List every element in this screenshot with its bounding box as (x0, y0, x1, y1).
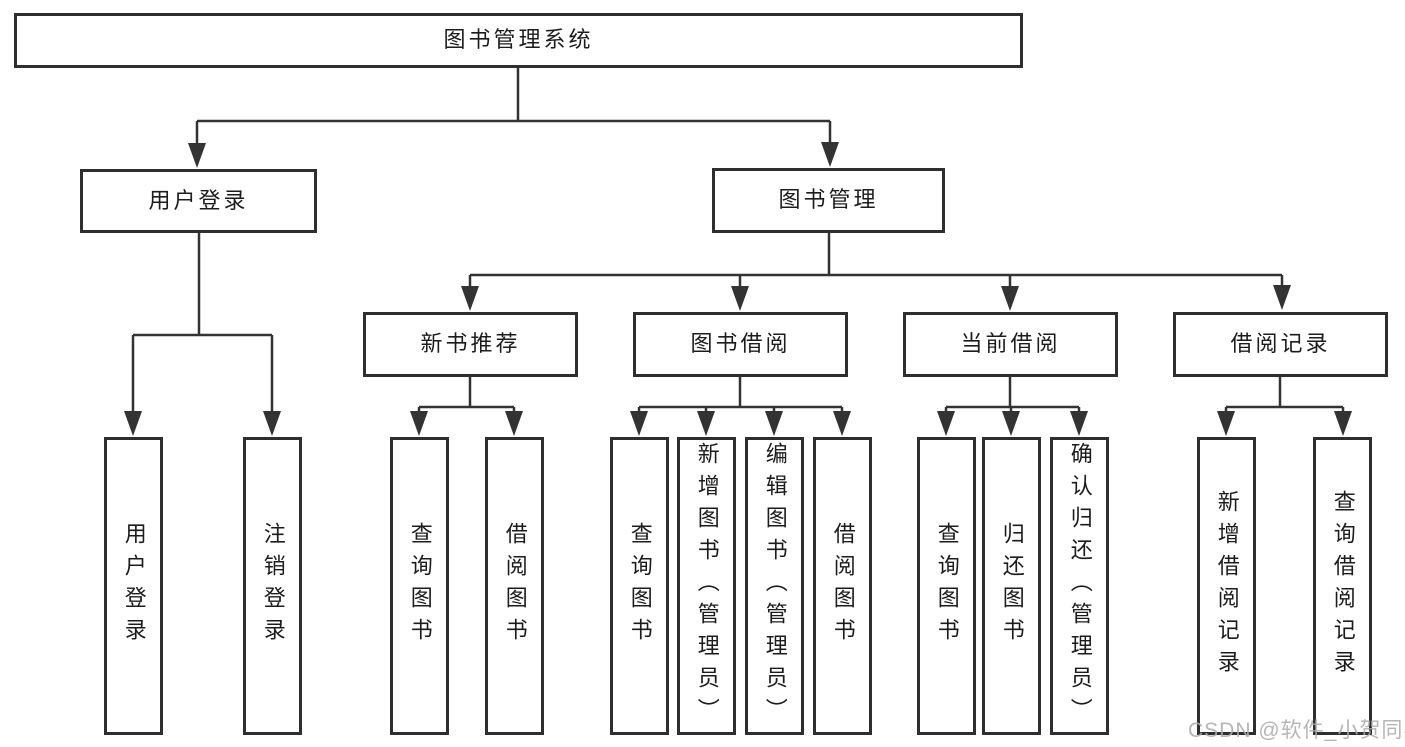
node-leaf-query-books-borrow: 查询图书 (610, 437, 669, 735)
node-leaf-query-borrow-record-label: 查询借阅记录 (1330, 490, 1356, 682)
node-leaf-borrow-books-recommend: 借阅图书 (485, 437, 544, 735)
node-leaf-add-borrow-record: 新增借阅记录 (1197, 437, 1256, 735)
node-leaf-edit-book-admin-label: 编辑图书（管理员） (762, 442, 788, 730)
node-new-book-recommend-label: 新书推荐 (420, 331, 521, 357)
node-leaf-query-books-recommend: 查询图书 (390, 437, 449, 735)
node-book-borrowing: 图书借阅 (633, 312, 848, 377)
node-current-borrowing-label: 当前借阅 (960, 331, 1061, 357)
csdn-watermark: CSDN @软件_小贺同学 (1188, 719, 1405, 742)
connector-borrow-records-to-leaves (1217, 377, 1352, 436)
node-leaf-borrow-books-label: 借阅图书 (830, 522, 856, 650)
node-user-login: 用户登录 (80, 169, 317, 233)
node-leaf-borrow-books-recommend-label: 借阅图书 (502, 522, 528, 650)
node-leaf-add-book-admin: 新增图书（管理员） (677, 437, 736, 735)
node-leaf-query-books-borrow-label: 查询图书 (627, 522, 653, 650)
node-leaf-user-login-label: 用户登录 (121, 522, 147, 650)
connector-book-borrow-to-leaves (630, 377, 851, 436)
node-leaf-query-borrow-record: 查询借阅记录 (1313, 437, 1372, 735)
node-leaf-query-books-recommend-label: 查询图书 (407, 522, 433, 650)
node-leaf-query-books-current-label: 查询图书 (934, 522, 960, 650)
node-leaf-query-books-current: 查询图书 (917, 437, 976, 735)
node-leaf-return-books: 归还图书 (982, 437, 1041, 735)
node-leaf-confirm-return-admin-label: 确认归还（管理员） (1067, 442, 1093, 730)
node-book-borrowing-label: 图书借阅 (690, 331, 791, 357)
node-root-label: 图书管理系统 (443, 27, 594, 53)
node-leaf-user-login: 用户登录 (104, 437, 163, 735)
node-leaf-logout: 注销登录 (243, 437, 302, 735)
node-leaf-edit-book-admin: 编辑图书（管理员） (745, 437, 804, 735)
connector-current-borrow-to-leaves (937, 377, 1088, 436)
node-leaf-return-books-label: 归还图书 (999, 522, 1025, 650)
node-current-borrowing: 当前借阅 (903, 312, 1118, 377)
node-root-system: 图书管理系统 (14, 13, 1023, 68)
node-book-management: 图书管理 (712, 168, 945, 233)
node-leaf-add-book-admin-label: 新增图书（管理员） (694, 442, 720, 730)
node-leaf-borrow-books: 借阅图书 (813, 437, 872, 735)
connector-root-to-level2 (188, 66, 839, 168)
connector-user-login-to-leaves (124, 233, 281, 436)
node-new-book-recommend: 新书推荐 (363, 312, 578, 377)
node-book-management-label: 图书管理 (778, 187, 879, 213)
connector-new-books-to-leaves (410, 377, 523, 436)
connector-book-mgmt-to-level3 (461, 233, 1291, 311)
node-borrowing-records-label: 借阅记录 (1230, 331, 1331, 357)
node-leaf-logout-label: 注销登录 (260, 522, 286, 650)
node-leaf-add-borrow-record-label: 新增借阅记录 (1214, 490, 1240, 682)
node-leaf-confirm-return-admin: 确认归还（管理员） (1050, 437, 1109, 735)
node-borrowing-records: 借阅记录 (1173, 312, 1388, 377)
node-user-login-label: 用户登录 (148, 187, 249, 213)
